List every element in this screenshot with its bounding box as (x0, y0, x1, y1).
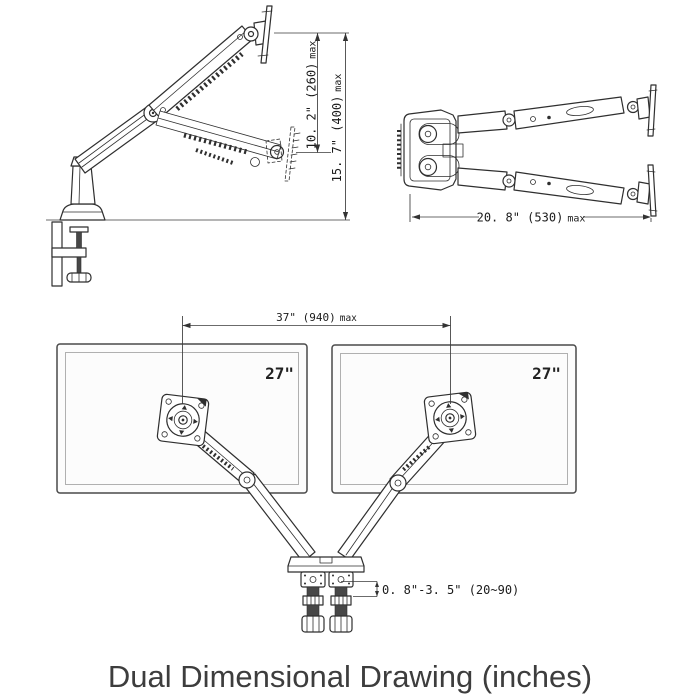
spring-serration (183, 132, 248, 155)
arm-lower (457, 164, 658, 217)
monitor-span-label: 37" (940)max (276, 311, 357, 324)
spring-serration (401, 445, 431, 472)
dimension-max-extension: 20. 8" (530)max (409, 194, 652, 225)
top-view: 20. 8" (530)max (397, 84, 658, 225)
monitor-plate-edge (647, 164, 657, 217)
lift-range-label: 10. 2" (260)max (305, 41, 319, 150)
upper-arm-raised (148, 25, 254, 119)
mount-bracket (397, 109, 464, 191)
monitor-plate-ghost (284, 126, 296, 182)
dimension-lift-range: 10. 2" (260)max (274, 32, 349, 153)
vesa-plate-right (423, 391, 477, 445)
monitor-plate-edge (260, 5, 273, 64)
dimension-max-height: 15. 7" (400)max (330, 33, 349, 220)
desk-clamp (51, 221, 92, 287)
dimension-monitor-span: 37" (940)max (182, 311, 451, 404)
clamp-right (328, 571, 354, 633)
arm-upper (457, 84, 658, 137)
max-height-label: 15. 7" (400)max (330, 74, 344, 183)
dimension-desk-thickness: 0. 8"-3. 5" (20~90) (341, 581, 519, 597)
vesa-plate-left (156, 393, 210, 447)
base-and-clamps (287, 556, 365, 633)
monitor-left-size-label: 27" (265, 364, 294, 383)
spring-serration (175, 52, 244, 111)
monitor-right-size-label: 27" (532, 364, 561, 383)
spring-serration (195, 148, 234, 165)
lowered-arm-ghost (155, 110, 301, 182)
max-extension-label: 20. 8" (530)max (477, 211, 586, 225)
spring-serration (201, 444, 235, 471)
drawing-caption: Dual Dimensional Drawing (inches) (108, 659, 592, 694)
monitor-plate-edge (647, 84, 657, 137)
vesa-mount-raised (243, 5, 273, 64)
front-view: 27" 27" (56, 311, 577, 633)
desk-thickness-label: 0. 8"-3. 5" (20~90) (382, 583, 519, 597)
side-view: 10. 2" (260)max 15. 7" (400)max (46, 5, 350, 287)
clamp-left (300, 571, 326, 633)
